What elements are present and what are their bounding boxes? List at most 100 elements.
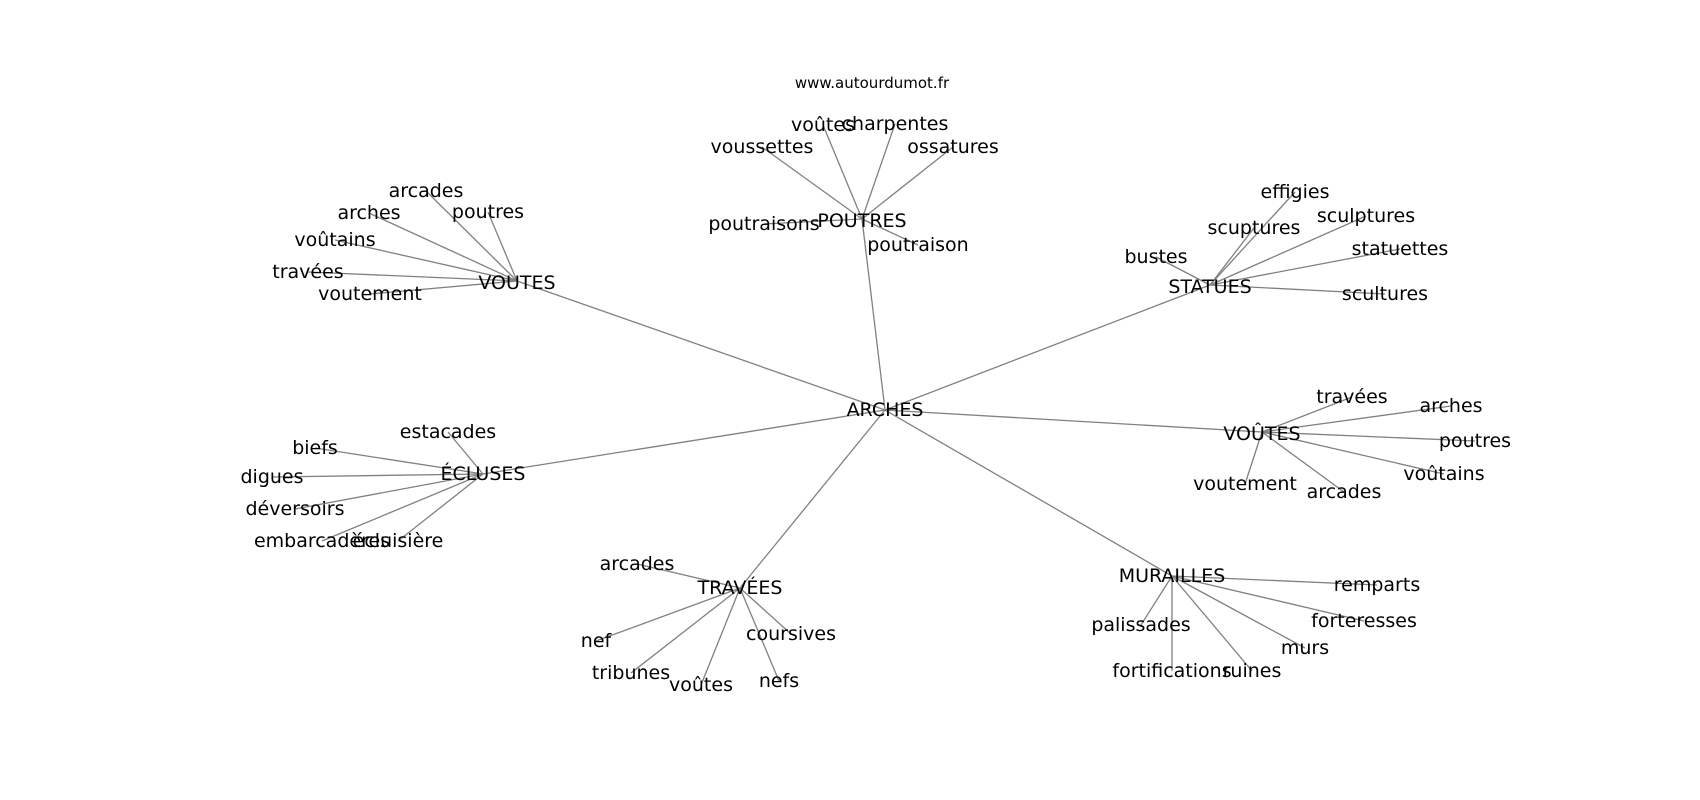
- leaf-node[interactable]: tribunes: [592, 662, 670, 684]
- edge-hub-leaf: [487, 211, 518, 282]
- leaf-node[interactable]: fortifications: [1112, 660, 1231, 682]
- leaf-node[interactable]: voutement: [318, 283, 422, 305]
- edge-hub-leaf: [761, 146, 863, 220]
- edge-center-hub: [482, 409, 886, 475]
- leaf-node[interactable]: murs: [1281, 637, 1329, 659]
- edge-hub-leaf: [739, 587, 780, 682]
- edge-hub-leaf: [636, 563, 741, 589]
- hub-node[interactable]: VOÛTES: [1223, 421, 1300, 445]
- edge-center-hub: [516, 280, 886, 411]
- edge-hub-leaf: [630, 587, 741, 674]
- edge-hub-leaf: [369, 280, 518, 295]
- edge-hub-leaf: [321, 473, 484, 542]
- leaf-node[interactable]: embarcadères: [254, 530, 390, 552]
- edges: [271, 123, 1476, 686]
- hub-node[interactable]: VOUTES: [478, 272, 555, 294]
- edge-hub-leaf: [1261, 396, 1353, 433]
- edge-hub-leaf: [595, 587, 741, 642]
- edge-hub-leaf: [271, 473, 484, 478]
- leaf-node[interactable]: coursives: [746, 623, 836, 645]
- edge-hub-leaf: [314, 447, 484, 475]
- leaf-node[interactable]: forteresses: [1311, 610, 1417, 632]
- edge-hub-leaf: [1261, 431, 1476, 442]
- leaf-node[interactable]: travées: [1316, 386, 1387, 408]
- leaf-node[interactable]: effigies: [1261, 181, 1330, 203]
- edge-hub-leaf: [1155, 256, 1211, 286]
- leaf-node[interactable]: voûtes: [669, 674, 733, 696]
- leaf-node[interactable]: estacades: [400, 421, 496, 443]
- leaf-node[interactable]: voûtains: [1403, 463, 1484, 485]
- leaf-node[interactable]: poutres: [1439, 430, 1511, 452]
- edge-hub-leaf: [861, 218, 919, 246]
- leaf-node[interactable]: écluisière: [353, 530, 444, 552]
- leaf-node[interactable]: digues: [240, 466, 303, 488]
- edge-hub-leaf: [368, 212, 518, 282]
- edge-hub-leaf: [1209, 248, 1401, 286]
- edge-hub-leaf: [1171, 575, 1253, 672]
- leaf-node[interactable]: scultures: [1342, 283, 1428, 305]
- leaf-node[interactable]: arcades: [600, 553, 675, 575]
- hub-node[interactable]: POUTRES: [817, 210, 906, 232]
- leaf-node[interactable]: poutraison: [867, 234, 968, 256]
- leaf-node[interactable]: statuettes: [1352, 238, 1449, 260]
- edge-center-hub: [861, 218, 886, 411]
- edge-hub-leaf: [1261, 431, 1345, 493]
- leaf-node[interactable]: poutres: [452, 201, 524, 223]
- leaf-node[interactable]: arcades: [1307, 481, 1382, 503]
- leaf-node[interactable]: nefs: [759, 670, 799, 692]
- site-label[interactable]: www.autourdumot.fr: [795, 74, 950, 92]
- edge-hub-leaf: [1171, 575, 1306, 649]
- edge-hub-leaf: [397, 473, 484, 542]
- leaf-node[interactable]: ruines: [1223, 660, 1282, 682]
- edge-hub-leaf: [1244, 431, 1263, 485]
- leaf-node[interactable]: remparts: [1334, 574, 1420, 596]
- labels: www.autourdumot.fr ARCHES POUTRESvoûtesc…: [240, 74, 1511, 696]
- edge-hub-leaf: [1261, 405, 1452, 433]
- leaf-node[interactable]: biefs: [292, 437, 338, 459]
- edge-hub-leaf: [1171, 575, 1365, 622]
- edge-hub-leaf: [294, 473, 484, 510]
- edge-hub-leaf: [1171, 575, 1378, 586]
- leaf-node[interactable]: arches: [1419, 395, 1482, 417]
- hub-node[interactable]: TRAVÉES: [697, 576, 783, 599]
- leaf-node[interactable]: ossatures: [907, 136, 999, 158]
- edge-hub-leaf: [447, 431, 484, 475]
- edge-hub-leaf: [861, 123, 896, 220]
- hub-node[interactable]: MURAILLES: [1119, 565, 1226, 587]
- hub-node[interactable]: STATUES: [1168, 276, 1251, 298]
- edge-hub-leaf: [822, 124, 863, 220]
- leaf-node[interactable]: voûtes: [791, 114, 855, 136]
- leaf-node[interactable]: arcades: [389, 180, 464, 202]
- leaf-node[interactable]: sculptures: [1317, 205, 1415, 227]
- leaf-node[interactable]: voûtains: [294, 229, 375, 251]
- leaf-node[interactable]: voussettes: [711, 136, 814, 158]
- leaf-node[interactable]: scuptures: [1208, 217, 1301, 239]
- edge-hub-leaf: [1209, 191, 1296, 286]
- edge-hub-leaf: [763, 218, 863, 225]
- edge-center-hub: [739, 409, 886, 589]
- leaf-node[interactable]: nef: [581, 630, 613, 652]
- edge-hub-leaf: [1209, 215, 1367, 286]
- edge-center-hub: [884, 409, 1263, 433]
- edge-hub-leaf: [307, 271, 518, 282]
- leaf-node[interactable]: déversoirs: [245, 498, 344, 520]
- leaf-node[interactable]: arches: [337, 202, 400, 224]
- edge-hub-leaf: [1209, 227, 1255, 286]
- edge-hub-leaf: [334, 239, 518, 282]
- leaf-node[interactable]: bustes: [1124, 246, 1187, 268]
- edge-hub-leaf: [1209, 284, 1386, 295]
- center-node: ARCHES: [847, 399, 924, 421]
- leaf-node[interactable]: palissades: [1091, 614, 1190, 636]
- edge-hub-leaf: [1261, 431, 1445, 475]
- edge-center-hub: [884, 284, 1211, 411]
- edge-hub-leaf: [425, 190, 518, 282]
- leaf-node[interactable]: charpentes: [842, 113, 949, 135]
- edge-hub-leaf: [739, 587, 792, 635]
- edge-hub-leaf: [861, 146, 954, 220]
- leaf-node[interactable]: voutement: [1193, 473, 1297, 495]
- leaf-node[interactable]: travées: [272, 261, 343, 283]
- edge-hub-leaf: [700, 587, 741, 686]
- leaf-node[interactable]: poutraisons: [708, 213, 819, 235]
- hub-node[interactable]: ÉCLUSES: [441, 462, 526, 485]
